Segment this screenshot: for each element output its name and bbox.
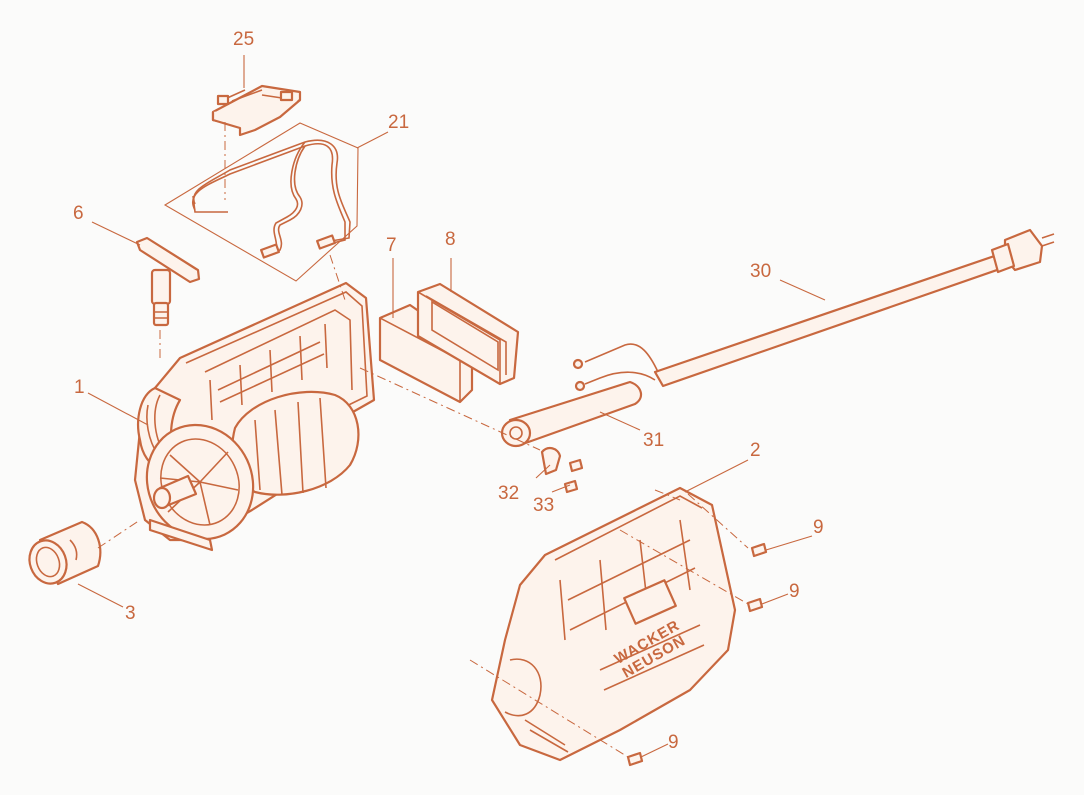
callout-2: 2 (750, 440, 761, 461)
part-2-front-housing (490, 486, 737, 762)
callout-9-upper: 9 (813, 517, 824, 538)
part-31-cord-sleeve (500, 380, 643, 448)
part-21-wire-harness (163, 122, 359, 282)
part-25-switch (211, 84, 302, 137)
part-30-power-cord (572, 228, 1055, 392)
part-8-filter-cover (416, 282, 520, 386)
leader-lines (77, 55, 826, 758)
part-3-coupling-sleeve (28, 520, 102, 586)
callout-1: 1 (74, 377, 85, 398)
callout-31: 31 (643, 430, 665, 451)
callout-25: 25 (233, 29, 255, 50)
callout-30: 30 (750, 261, 772, 282)
callout-21: 21 (388, 112, 410, 133)
part-1-motor-housing (133, 281, 376, 552)
part-9-screw (626, 751, 644, 767)
callout-8: 8 (445, 229, 456, 250)
part-9-screw (746, 597, 764, 613)
part-33-clamp-screws (563, 458, 584, 494)
part-6-t-handle (135, 236, 201, 327)
callout-7: 7 (386, 235, 397, 256)
callout-33: 33 (533, 495, 555, 516)
assembly-axes (97, 122, 749, 758)
callout-9-lower: 9 (668, 732, 679, 753)
callout-9-middle: 9 (789, 581, 800, 602)
callout-3: 3 (125, 603, 136, 624)
callout-32: 32 (498, 483, 520, 504)
callout-6: 6 (73, 203, 84, 224)
part-9-screw (750, 542, 768, 558)
